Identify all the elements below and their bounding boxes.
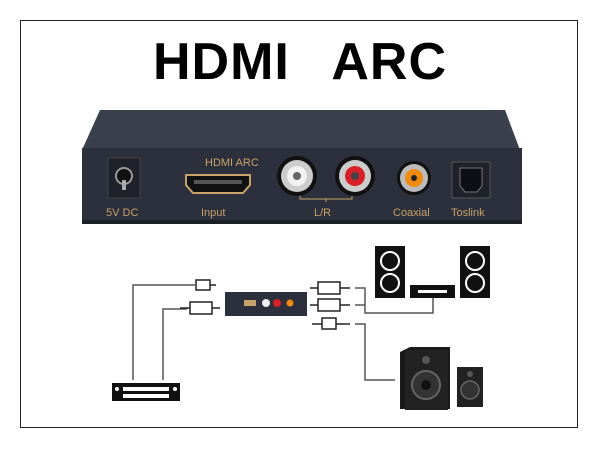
- input-label: Input: [201, 207, 225, 219]
- mini-device: [225, 292, 307, 316]
- power-jack: [107, 157, 141, 199]
- power-label: 5V DC: [106, 207, 138, 219]
- stereo-speaker-left-icon: [375, 246, 405, 298]
- powered-speakers-icon: [400, 347, 483, 410]
- rca-red-port: [335, 156, 375, 196]
- coaxial-label: Coaxial: [393, 207, 430, 219]
- toslink-label: Toslink: [451, 207, 485, 219]
- lr-label: L/R: [314, 207, 331, 219]
- cable-plugs: [180, 279, 350, 330]
- coaxial-port: [397, 161, 431, 195]
- hdmi-arc-label: HDMI ARC: [205, 157, 259, 169]
- tv-receiver-icon: [112, 383, 180, 401]
- image-frame: [20, 20, 578, 428]
- rca-white-port: [277, 156, 317, 196]
- toslink-port: [451, 161, 491, 199]
- hdmi-arc-device: HDMI ARC 5V DC Input: [82, 110, 522, 224]
- connection-diagram: [132, 284, 434, 381]
- hdmi-port: [185, 174, 251, 194]
- amplifier-icon: [410, 285, 455, 298]
- stereo-speaker-right-icon: [460, 246, 490, 298]
- page-title: HDMI ARC: [152, 33, 448, 91]
